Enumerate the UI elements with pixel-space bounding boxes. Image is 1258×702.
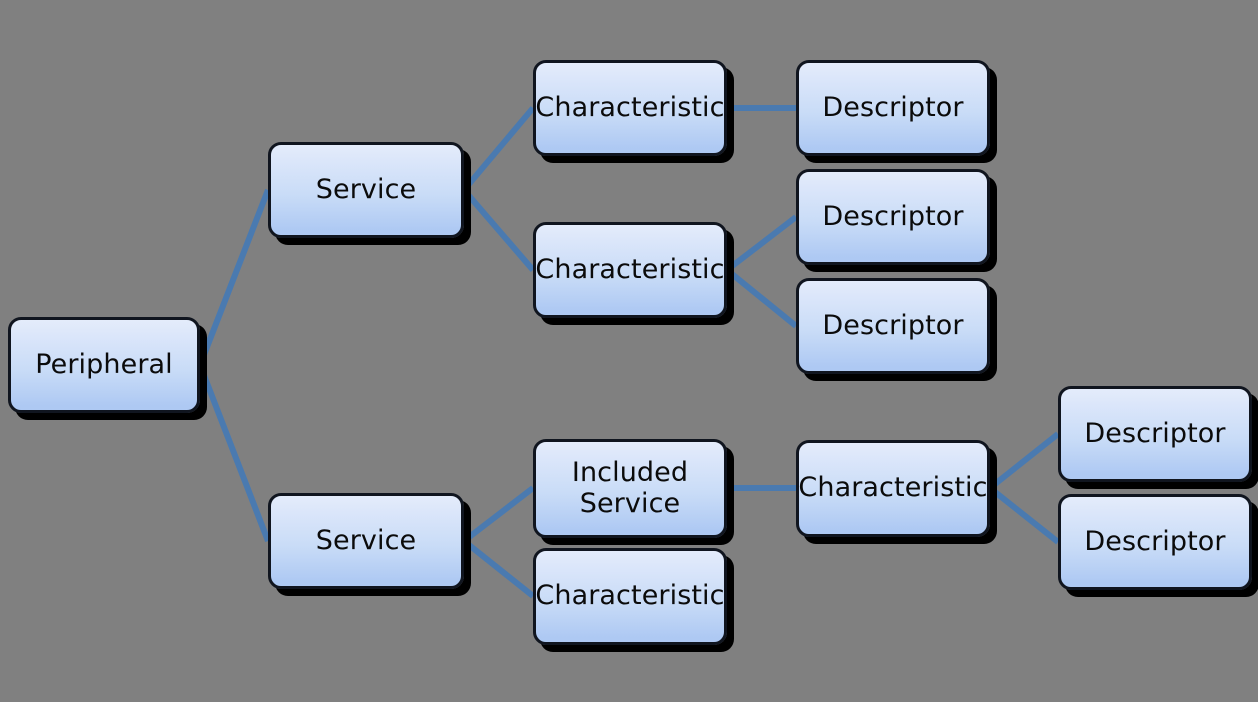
node-descriptor-2[interactable]: Descriptor [796, 169, 990, 265]
edge-characteristic-2-to-descriptor-3 [725, 267, 798, 329]
edge-characteristic-3-to-descriptor-5 [988, 485, 1060, 545]
node-peripheral[interactable]: Peripheral [8, 317, 200, 413]
node-descriptor-1[interactable]: Descriptor [796, 60, 990, 156]
edge-service-1-to-characteristic-2 [461, 188, 536, 272]
edge-service-2-to-characteristic-4 [462, 538, 535, 599]
edge-characteristic-2-to-descriptor-2 [725, 214, 798, 273]
node-descriptor-3[interactable]: Descriptor [796, 278, 990, 374]
edge-peripheral-to-service-2 [197, 363, 271, 543]
edge-service-2-to-included-service [462, 485, 535, 544]
node-service-1[interactable]: Service [268, 142, 464, 238]
edge-peripheral-to-service-1 [197, 188, 271, 367]
node-characteristic-2[interactable]: Characteristic [533, 222, 727, 318]
edge-service-1-to-characteristic-1 [461, 106, 536, 192]
node-characteristic-3[interactable]: Characteristic [796, 440, 990, 537]
node-service-2[interactable]: Service [268, 493, 464, 589]
node-characteristic-4[interactable]: Characteristic [533, 548, 727, 645]
edge-characteristic-3-to-descriptor-4 [988, 431, 1060, 491]
node-descriptor-4[interactable]: Descriptor [1058, 386, 1252, 482]
node-characteristic-1[interactable]: Characteristic [533, 60, 727, 156]
node-descriptor-5[interactable]: Descriptor [1058, 494, 1252, 590]
node-included-service[interactable]: Included Service [533, 439, 727, 538]
